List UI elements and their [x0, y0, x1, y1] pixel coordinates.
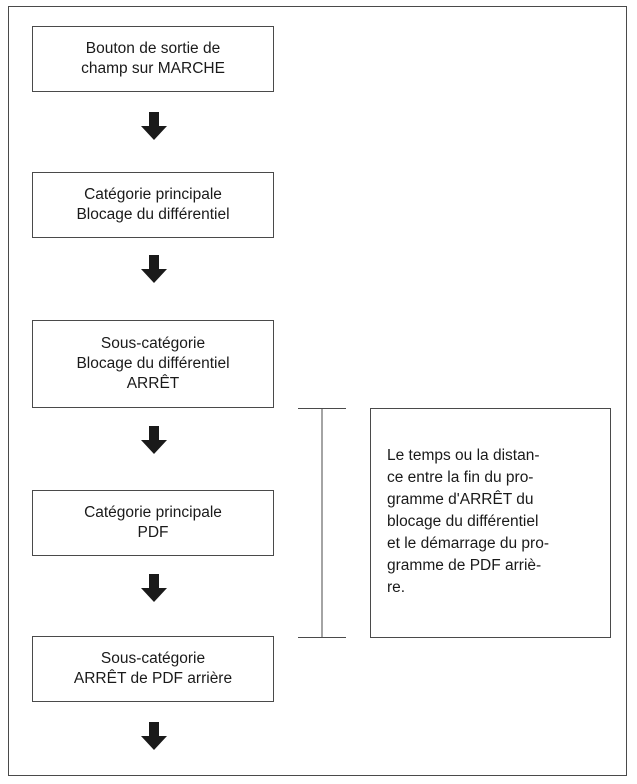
interval-note-box: Le temps ou la distan- ce entre la fin d…: [370, 408, 611, 638]
step-box-field-exit-button: Bouton de sortie de champ sur MARCHE: [32, 26, 274, 92]
step-box-main-category-diff-lock: Catégorie principale Blocage du différen…: [32, 172, 274, 238]
down-arrow-icon: [141, 112, 167, 140]
step-box-main-category-pdf: Catégorie principale PDF: [32, 490, 274, 556]
down-arrow-icon: [141, 255, 167, 283]
step-box-subcategory-rear-pdf-off: Sous-catégorie ARRÊT de PDF arrière: [32, 636, 274, 702]
step-box-subcategory-diff-lock-off: Sous-catégorie Blocage du différentiel A…: [32, 320, 274, 408]
step-label: Sous-catégorie Blocage du différentiel A…: [76, 335, 230, 392]
down-arrow-icon: [141, 426, 167, 454]
step-label: Catégorie principale PDF: [84, 504, 222, 541]
diagram-frame: [8, 6, 627, 776]
step-label: Bouton de sortie de champ sur MARCHE: [81, 40, 225, 77]
step-label: Sous-catégorie ARRÊT de PDF arrière: [73, 650, 233, 687]
down-arrow-icon: [141, 722, 167, 750]
step-label: Catégorie principale Blocage du différen…: [76, 186, 230, 223]
interval-bracket: [298, 408, 346, 638]
interval-note-text: Le temps ou la distan- ce entre la fin d…: [387, 447, 549, 596]
down-arrow-icon: [141, 574, 167, 602]
